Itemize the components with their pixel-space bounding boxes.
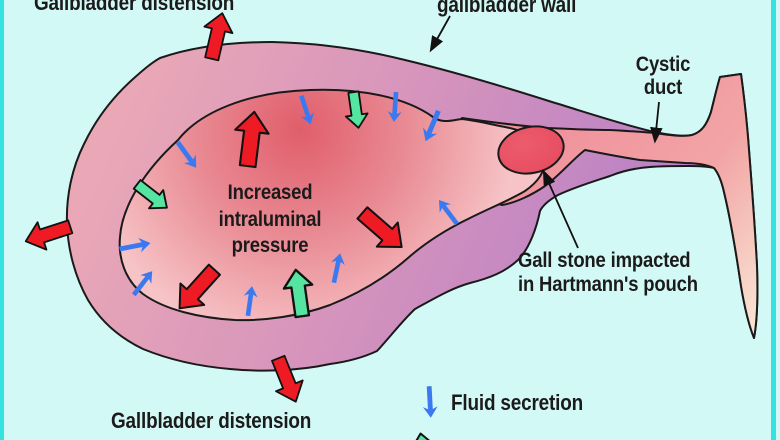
gallbladder-lumen-shape <box>118 88 547 322</box>
frame-edge-left <box>0 0 4 440</box>
wall-pointer <box>429 15 451 53</box>
label-cystic-duct-line2: duct <box>643 74 683 99</box>
frame-edge-right <box>771 0 776 440</box>
label-gallbladder-distension-top: Gallbladder distension <box>34 0 235 15</box>
cystic-duct-pointer <box>650 101 663 144</box>
label-gallbladder-wall: gallbladder wall <box>437 0 577 17</box>
label-gallstone-line2: in Hartmann's pouch <box>518 271 698 296</box>
label-gallstone-impacted: Gall stone impacted in Hartmann's pouch <box>518 248 698 296</box>
gallstone <box>497 125 565 175</box>
label-gallstone-line1: Gall stone impacted <box>518 248 691 272</box>
legend-cutoff-arrow <box>407 430 441 440</box>
label-pointers-layer <box>429 15 663 249</box>
label-cystic-duct-line1: Cystic <box>635 52 691 76</box>
label-pressure-line3: pressure <box>231 233 309 257</box>
legend-fluid-secretion-arrow <box>421 385 439 419</box>
label-cystic-duct: Cystic duct <box>616 53 711 98</box>
gallstone-pointer <box>542 169 579 249</box>
label-pressure-line1: Increased <box>227 180 313 204</box>
label-pressure-line2: intraluminal <box>218 206 322 231</box>
label-fluid-secretion-legend: Fluid secretion <box>451 390 583 415</box>
label-gallbladder-distension-bottom: Gallbladder distension <box>111 408 312 433</box>
label-increased-intraluminal-pressure: Increased intraluminal pressure <box>197 179 343 259</box>
